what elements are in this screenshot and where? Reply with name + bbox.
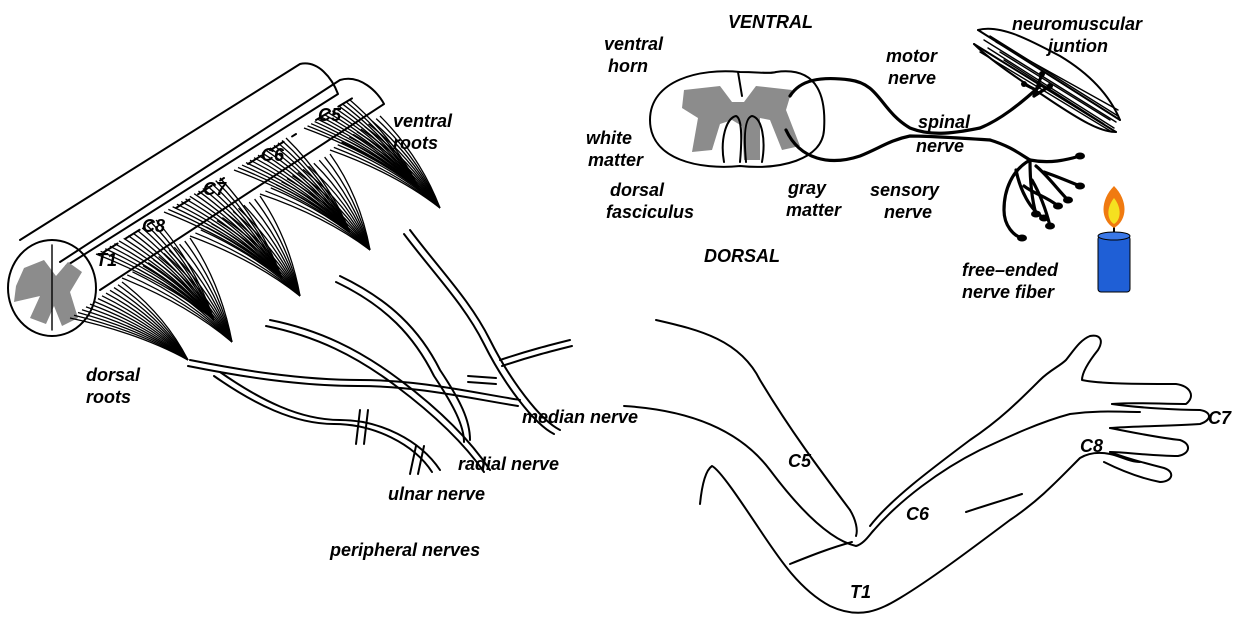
segment-label-c8: C8 bbox=[142, 216, 165, 236]
motor-nerve-label-1: motor bbox=[886, 46, 938, 66]
ventral-roots-label-2: roots bbox=[393, 133, 438, 153]
nerve-ending-tip bbox=[1017, 235, 1027, 242]
free-ended-label-1: free–ended bbox=[962, 260, 1059, 280]
spinal-nerve-label-2: nerve bbox=[916, 136, 964, 156]
neuromuscular-label-2: juntion bbox=[1046, 36, 1108, 56]
nerve-ending-tip bbox=[1039, 215, 1049, 222]
rootlet-fans bbox=[70, 100, 440, 360]
median-nerve-label: median nerve bbox=[522, 407, 638, 427]
sensory-nerve-label-1: sensory bbox=[870, 180, 940, 200]
candle-flame-icon bbox=[1098, 186, 1130, 292]
nerve-ending-tip bbox=[1053, 203, 1063, 210]
gray-matter-label-2: matter bbox=[786, 200, 842, 220]
ventral-roots-label-1: ventral bbox=[393, 111, 453, 131]
nerve-ending-tip bbox=[1075, 183, 1085, 190]
arm-outline bbox=[624, 320, 1209, 613]
segment-label-c7: C7 bbox=[203, 179, 227, 199]
dermatome-label-c5: C5 bbox=[788, 451, 812, 471]
nerve-ending-tip bbox=[1075, 153, 1085, 160]
segment-label-t1: T1 bbox=[96, 250, 117, 270]
dorsal-roots-label-1: dorsal bbox=[86, 365, 141, 385]
gray-matter-label-1: gray bbox=[787, 178, 827, 198]
segment-label-c5: C5 bbox=[318, 105, 342, 125]
ventral-horn-label-2: horn bbox=[608, 56, 648, 76]
white-matter-label-1: white bbox=[586, 128, 632, 148]
motor-nerve-label-2: nerve bbox=[888, 68, 936, 88]
dermatome-label-c8: C8 bbox=[1080, 436, 1103, 456]
sensory-nerve-label-2: nerve bbox=[884, 202, 932, 222]
free-ended-fibers bbox=[1004, 153, 1085, 242]
dorsal-roots-label-2: roots bbox=[86, 387, 131, 407]
nerve-ending-tip bbox=[1031, 211, 1041, 218]
white-matter-label-2: matter bbox=[588, 150, 644, 170]
neuromuscular-label-1: neuromuscular bbox=[1012, 14, 1143, 34]
nerve-ending-tip bbox=[1045, 223, 1055, 230]
ventral-label: VENTRAL bbox=[728, 12, 813, 32]
dermatome-label-t1: T1 bbox=[850, 582, 871, 602]
spinal-nerve-label-1: spinal bbox=[918, 112, 971, 132]
radial-nerve-label: radial nerve bbox=[458, 454, 559, 474]
dermatome-label-c6: C6 bbox=[906, 504, 930, 524]
dorsal-fasciculus-label-1: dorsal bbox=[610, 180, 665, 200]
nerve-ending-tip bbox=[1063, 197, 1073, 204]
peripheral-nerve-plexus bbox=[188, 230, 572, 474]
segment-label-c6: C6 bbox=[261, 145, 285, 165]
free-ended-label-2: nerve fiber bbox=[962, 282, 1055, 302]
dorsal-fasciculus-label-2: fasciculus bbox=[606, 202, 694, 222]
peripheral-nerves-label: peripheral nerves bbox=[329, 540, 480, 560]
dorsal-label: DORSAL bbox=[704, 246, 780, 266]
ulnar-nerve-label: ulnar nerve bbox=[388, 484, 485, 504]
ventral-horn-label-1: ventral bbox=[604, 34, 664, 54]
end-face-gray-matter bbox=[14, 260, 82, 326]
dermatome-label-c7: C7 bbox=[1208, 408, 1232, 428]
